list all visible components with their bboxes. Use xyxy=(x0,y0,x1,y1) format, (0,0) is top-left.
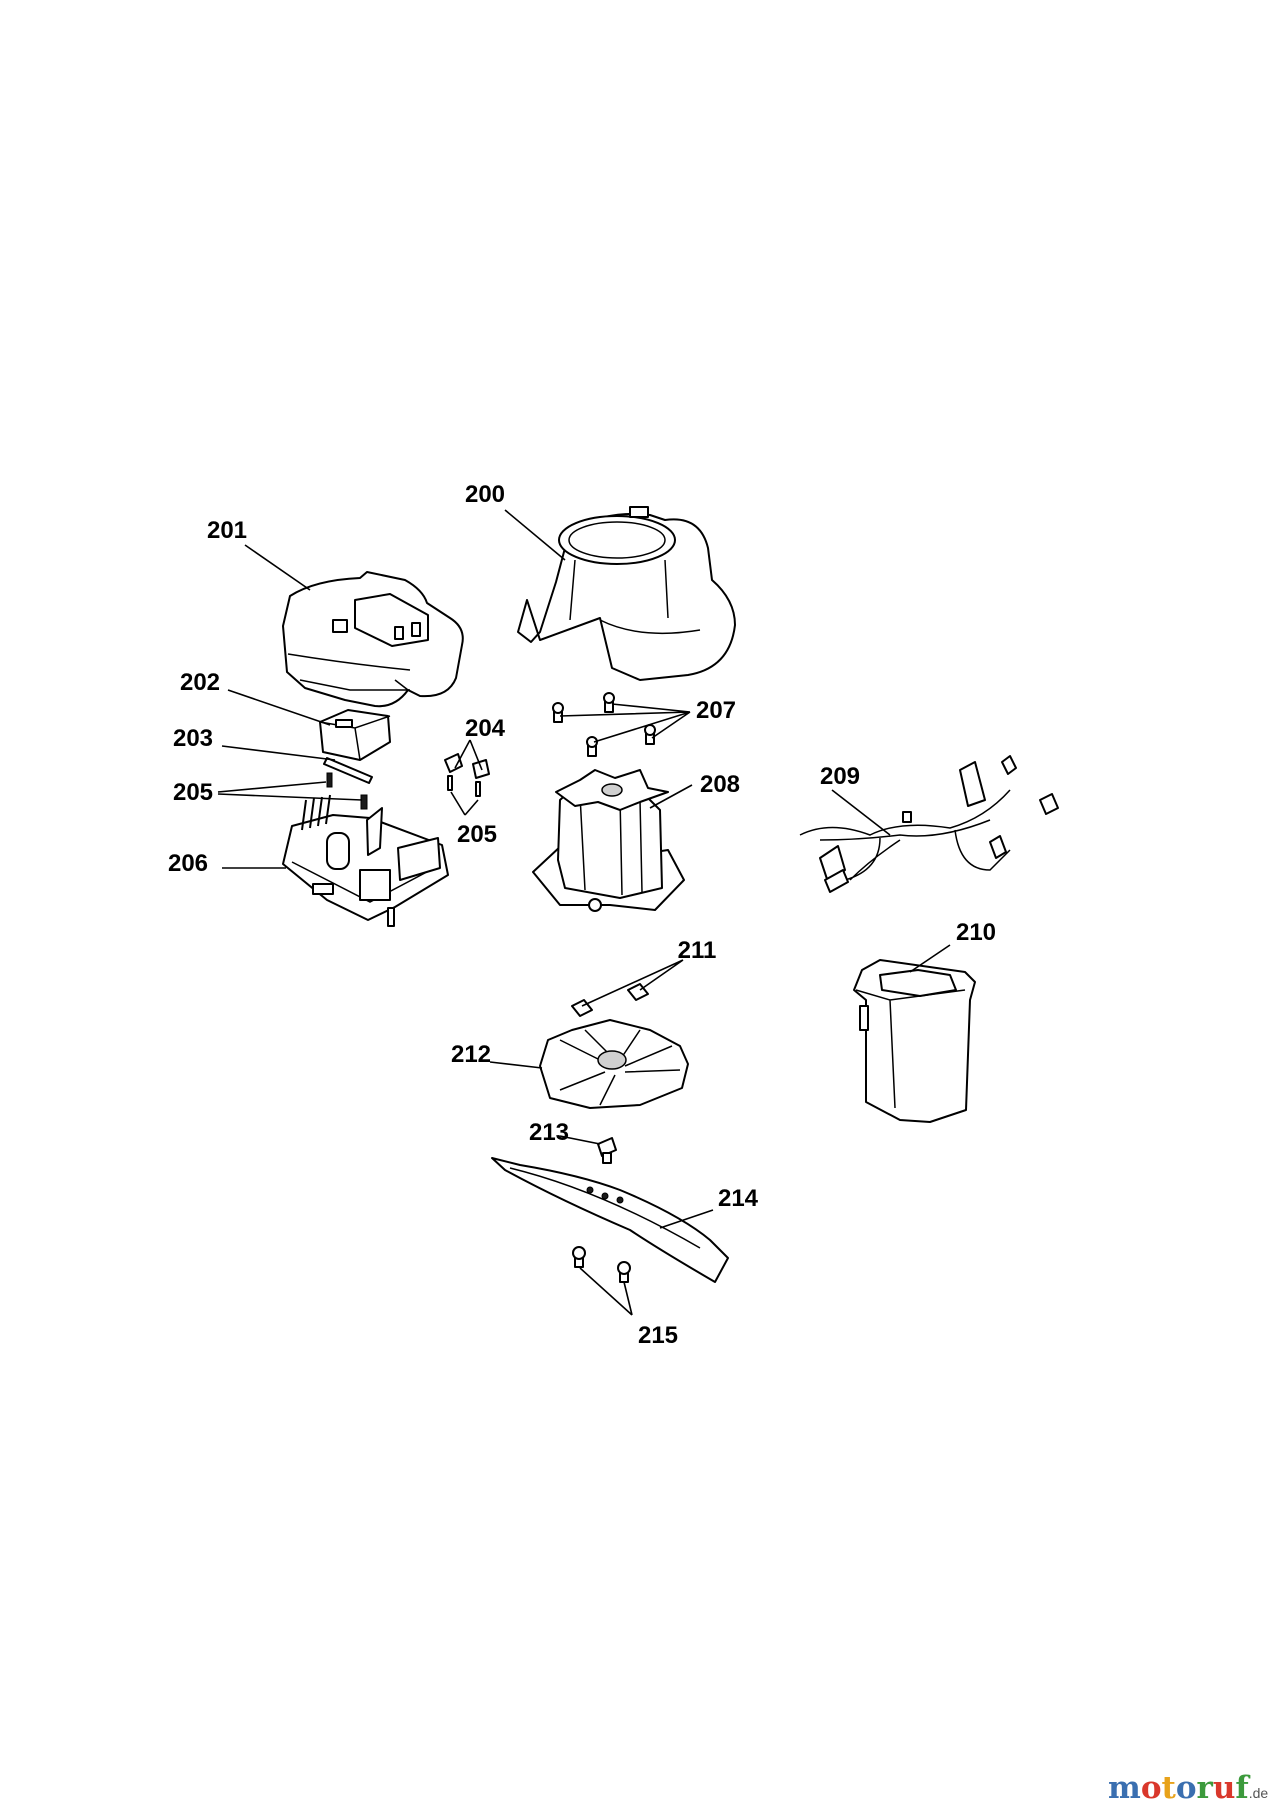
label-205-left: 205 xyxy=(173,779,213,806)
part-205-screws xyxy=(326,772,481,810)
part-206-circuit-board xyxy=(282,794,449,927)
part-number-labels: 200 201 202 203 204 205 205 206 207 208 … xyxy=(168,481,996,1349)
watermark-letter-f: f xyxy=(1235,1770,1249,1800)
watermark-letter-u: u xyxy=(1212,1770,1236,1800)
label-206: 206 xyxy=(168,850,208,877)
label-210: 210 xyxy=(956,919,996,946)
label-205-right: 205 xyxy=(457,821,497,848)
watermark-letter-o2: o xyxy=(1175,1770,1197,1800)
label-208: 208 xyxy=(700,771,740,798)
part-215-screws xyxy=(572,1246,631,1283)
label-203: 203 xyxy=(173,725,213,752)
watermark-letter-r: r xyxy=(1196,1770,1213,1800)
label-207: 207 xyxy=(696,697,736,724)
label-211: 211 xyxy=(678,937,717,964)
part-200-motor-hood xyxy=(517,506,736,681)
part-202-control-box xyxy=(319,709,391,761)
label-204: 204 xyxy=(465,715,506,742)
label-201: 201 xyxy=(207,517,247,544)
label-214: 214 xyxy=(718,1185,759,1212)
part-209-wiring-harness xyxy=(799,755,1059,893)
part-201-top-cover xyxy=(282,571,464,708)
part-212-fan-impeller xyxy=(539,1019,689,1109)
label-200: 200 xyxy=(465,481,505,508)
leader-lines xyxy=(217,509,951,1316)
watermark-tld: .de xyxy=(1248,1785,1269,1800)
label-209: 209 xyxy=(820,763,860,790)
part-214-cutter-blade xyxy=(491,1157,729,1283)
part-211-nuts xyxy=(571,983,649,1017)
watermark-letter-o: o xyxy=(1140,1770,1162,1800)
motoruf-watermark: motoruf.de xyxy=(1108,1770,1268,1800)
part-203-pin xyxy=(323,757,373,784)
label-213: 213 xyxy=(529,1119,569,1146)
part-213-blade-bolt xyxy=(597,1137,617,1164)
watermark-letter-m: m xyxy=(1108,1770,1141,1800)
part-207-screws xyxy=(552,692,656,757)
part-204-clips xyxy=(444,753,490,779)
part-210-battery xyxy=(853,959,976,1123)
label-212: 212 xyxy=(451,1041,491,1068)
watermark-letter-t: t xyxy=(1161,1770,1176,1800)
label-215: 215 xyxy=(638,1322,678,1349)
label-202: 202 xyxy=(180,669,220,696)
part-208-electric-motor xyxy=(532,769,685,912)
